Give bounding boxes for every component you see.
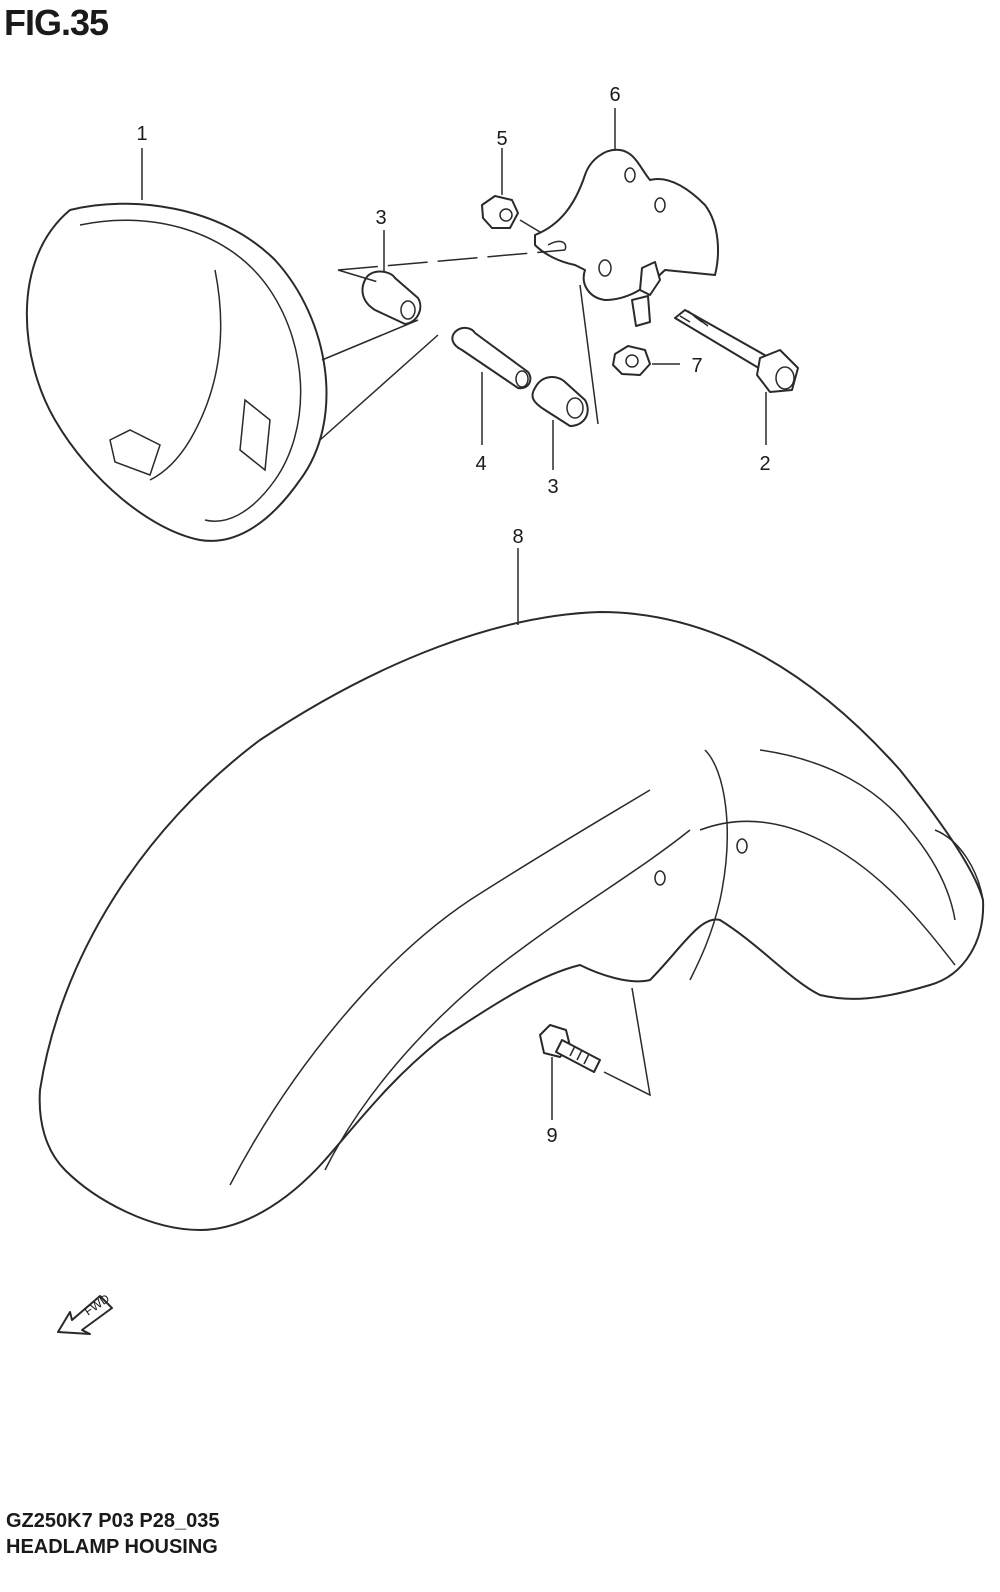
callout-1: 1 (136, 123, 147, 145)
callout-3-lower: 3 (547, 476, 558, 498)
callout-5: 5 (496, 128, 507, 150)
callout-3-upper: 3 (375, 207, 386, 229)
arrow-left-down-icon (57, 1295, 113, 1335)
collar-part-upper (361, 270, 422, 325)
section-title: HEADLAMP HOUSING (6, 1536, 218, 1558)
flange-nut-part (612, 345, 651, 376)
bolt-part (674, 309, 799, 393)
model-code: GZ250K7 P03 P28_035 (6, 1510, 220, 1532)
callout-8: 8 (512, 526, 523, 548)
callout-2: 2 (759, 453, 770, 475)
bracket-part (534, 148, 719, 327)
leader-lines (141, 108, 767, 1120)
callout-6: 6 (609, 84, 620, 106)
forward-direction-marker: FWD (57, 1291, 113, 1335)
callout-9: 9 (546, 1125, 557, 1147)
fender-bolt-part (539, 1024, 601, 1073)
footer-caption: GZ250K7 P03 P28_035 HEADLAMP HOUSING (6, 1508, 220, 1560)
callout-7: 7 (691, 355, 702, 377)
spacer-part (451, 326, 532, 390)
callout-4: 4 (475, 453, 486, 475)
front-fender-part (38, 611, 985, 1231)
collar-part-lower (531, 376, 589, 427)
figure-title: FIG.35 (4, 2, 109, 43)
headlamp-housing-part (25, 202, 328, 542)
clip-nut-part (481, 195, 519, 229)
